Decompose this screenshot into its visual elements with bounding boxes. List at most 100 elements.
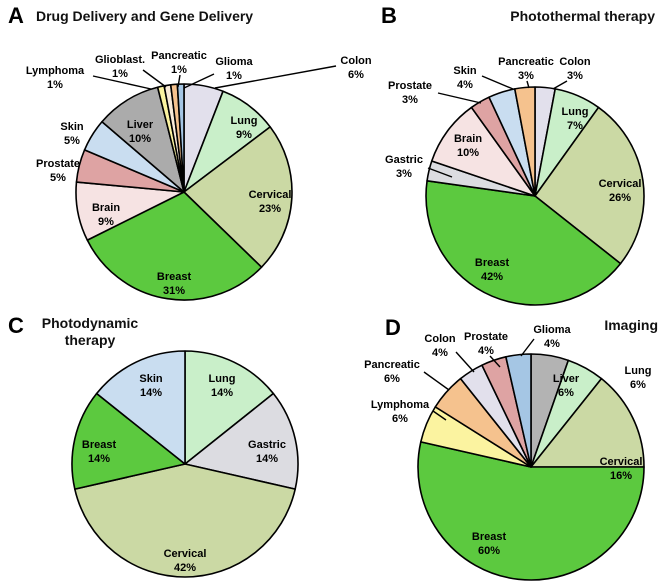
- slice-pct-a-brain: 9%: [98, 216, 114, 228]
- pie-slice-c-lung: [184, 350, 275, 465]
- leader-line-d-glioma: [520, 338, 535, 357]
- leader-line-b-pancreatic: [526, 80, 530, 89]
- slice-pct-d-liver: 6%: [558, 387, 574, 399]
- slice-pct-a-breast: 31%: [163, 285, 185, 297]
- leader-line-d-colon: [455, 351, 475, 373]
- slice-pct-b-skin: 4%: [457, 79, 473, 91]
- slice-name-a-skin: Skin: [60, 121, 84, 133]
- slice-name-a-cervical: Cervical: [249, 189, 292, 201]
- pie-slice-d-breast: [417, 441, 645, 581]
- panel-c-title: Photodynamic therapy: [41, 315, 139, 348]
- slice-pct-b-pancreatic: 3%: [518, 70, 534, 82]
- slice-name-d-lung: Lung: [625, 365, 652, 377]
- slice-pct-d-breast: 60%: [478, 545, 500, 557]
- pie-slice-d-cervical: [530, 377, 645, 468]
- slice-pct-c-cervical: 42%: [174, 562, 196, 574]
- slice-pct-d-lymphoma: 6%: [392, 413, 408, 425]
- pie-slice-b-cervical: [534, 106, 645, 265]
- slice-name-a-liver: Liver: [127, 119, 154, 131]
- leader-line-d-pancreatic: [423, 371, 450, 391]
- slice-pct-a-glioma: 1%: [226, 70, 242, 82]
- pie-slice-c-gastric: [184, 392, 299, 490]
- leader-line-b-colon: [552, 80, 568, 90]
- leader-line-a-lymphoma: [92, 75, 152, 90]
- slice-name-c-gastric: Gastric: [248, 439, 286, 451]
- slice-name-b-prostate: Prostate: [388, 80, 432, 92]
- slice-pct-a-prostate: 5%: [50, 172, 66, 184]
- slice-name-c-lung: Lung: [209, 373, 236, 385]
- slice-pct-d-pancreatic: 6%: [384, 373, 400, 385]
- slice-name-d-lymphoma: Lymphoma: [371, 399, 430, 411]
- leader-line-d-lymphoma: [432, 410, 447, 421]
- slice-pct-b-prostate: 3%: [402, 94, 418, 106]
- pie-slice-b-breast: [425, 179, 622, 306]
- slice-name-b-brain: Brain: [454, 133, 482, 145]
- slice-name-b-pancreatic: Pancreatic: [498, 56, 554, 68]
- slice-pct-a-glioblast: 1%: [112, 68, 128, 80]
- pie-slice-a-cervical: [183, 126, 293, 268]
- leader-line-d-prostate: [489, 355, 501, 368]
- leader-line-a-glioma: [183, 73, 215, 89]
- slice-pct-d-prostate: 4%: [478, 345, 494, 357]
- slice-name-b-lung: Lung: [562, 106, 589, 118]
- slice-pct-d-colon: 4%: [432, 347, 448, 359]
- slice-name-a-lung: Lung: [231, 115, 258, 127]
- slice-pct-b-brain: 10%: [457, 147, 479, 159]
- pie-slice-d-glioma: [505, 353, 532, 468]
- slice-pct-a-cervical: 23%: [259, 203, 281, 215]
- slice-pct-c-skin: 14%: [140, 387, 162, 399]
- slice-pct-a-lung: 9%: [236, 129, 252, 141]
- panel-a-letter: A: [8, 3, 24, 28]
- slice-name-c-breast: Breast: [82, 439, 117, 451]
- slice-pct-a-skin: 5%: [64, 135, 80, 147]
- panel-c-letter: C: [8, 313, 24, 338]
- leader-line-b-gastric: [427, 167, 453, 178]
- slice-name-a-colon: Colon: [340, 55, 371, 67]
- slice-pct-b-gastric: 3%: [396, 168, 412, 180]
- slice-name-b-skin: Skin: [453, 65, 477, 77]
- slice-pct-b-cervical: 26%: [609, 192, 631, 204]
- panel-d-letter: D: [385, 315, 401, 340]
- slice-pct-a-pancreatic: 1%: [171, 64, 187, 76]
- slice-name-b-cervical: Cervical: [599, 178, 642, 190]
- pie-slice-c-cervical: [74, 463, 296, 578]
- slice-name-a-brain: Brain: [92, 202, 120, 214]
- slice-name-b-colon: Colon: [559, 56, 590, 68]
- slice-name-d-cervical: Cervical: [600, 456, 643, 468]
- slice-name-b-breast: Breast: [475, 257, 510, 269]
- slice-name-d-liver: Liver: [553, 373, 580, 385]
- pie-slice-a-glioma: [176, 83, 185, 193]
- leader-line-a-glioblast: [142, 69, 167, 88]
- panel-b-letter: B: [381, 3, 397, 28]
- slice-name-a-prostate: Prostate: [36, 158, 80, 170]
- pie-slice-b-pancreatic: [513, 86, 536, 197]
- slice-name-a-breast: Breast: [157, 271, 192, 283]
- leader-line-b-skin: [481, 75, 514, 90]
- slice-pct-a-colon: 6%: [348, 69, 364, 81]
- slice-name-a-glioma: Glioma: [215, 56, 253, 68]
- panel-b-title: Photothermal therapy: [510, 8, 655, 24]
- slice-name-a-pancreatic: Pancreatic: [151, 50, 207, 62]
- leader-line-a-pancreatic: [177, 74, 181, 88]
- slice-pct-d-cervical: 16%: [610, 470, 632, 482]
- panel-d-title: Imaging: [604, 317, 658, 333]
- pie-slice-c-skin: [95, 350, 186, 465]
- slice-name-c-cervical: Cervical: [164, 548, 207, 560]
- leader-line-b-prostate: [437, 92, 482, 104]
- slice-name-a-lymphoma: Lymphoma: [26, 65, 85, 77]
- slice-pct-c-lung: 14%: [211, 387, 233, 399]
- slice-pct-a-lymphoma: 1%: [47, 79, 63, 91]
- slice-name-a-glioblast: Glioblast.: [95, 54, 145, 66]
- slice-pct-c-gastric: 14%: [256, 453, 278, 465]
- slice-pct-b-lung: 7%: [567, 120, 583, 132]
- slice-pct-b-colon: 3%: [567, 70, 583, 82]
- slice-name-c-skin: Skin: [139, 373, 163, 385]
- slice-name-d-colon: Colon: [424, 333, 455, 345]
- slice-name-d-pancreatic: Pancreatic: [364, 359, 420, 371]
- slice-pct-a-liver: 10%: [129, 133, 151, 145]
- slice-pct-b-breast: 42%: [481, 271, 503, 283]
- slice-pct-d-lung: 6%: [630, 379, 646, 391]
- slice-pct-c-breast: 14%: [88, 453, 110, 465]
